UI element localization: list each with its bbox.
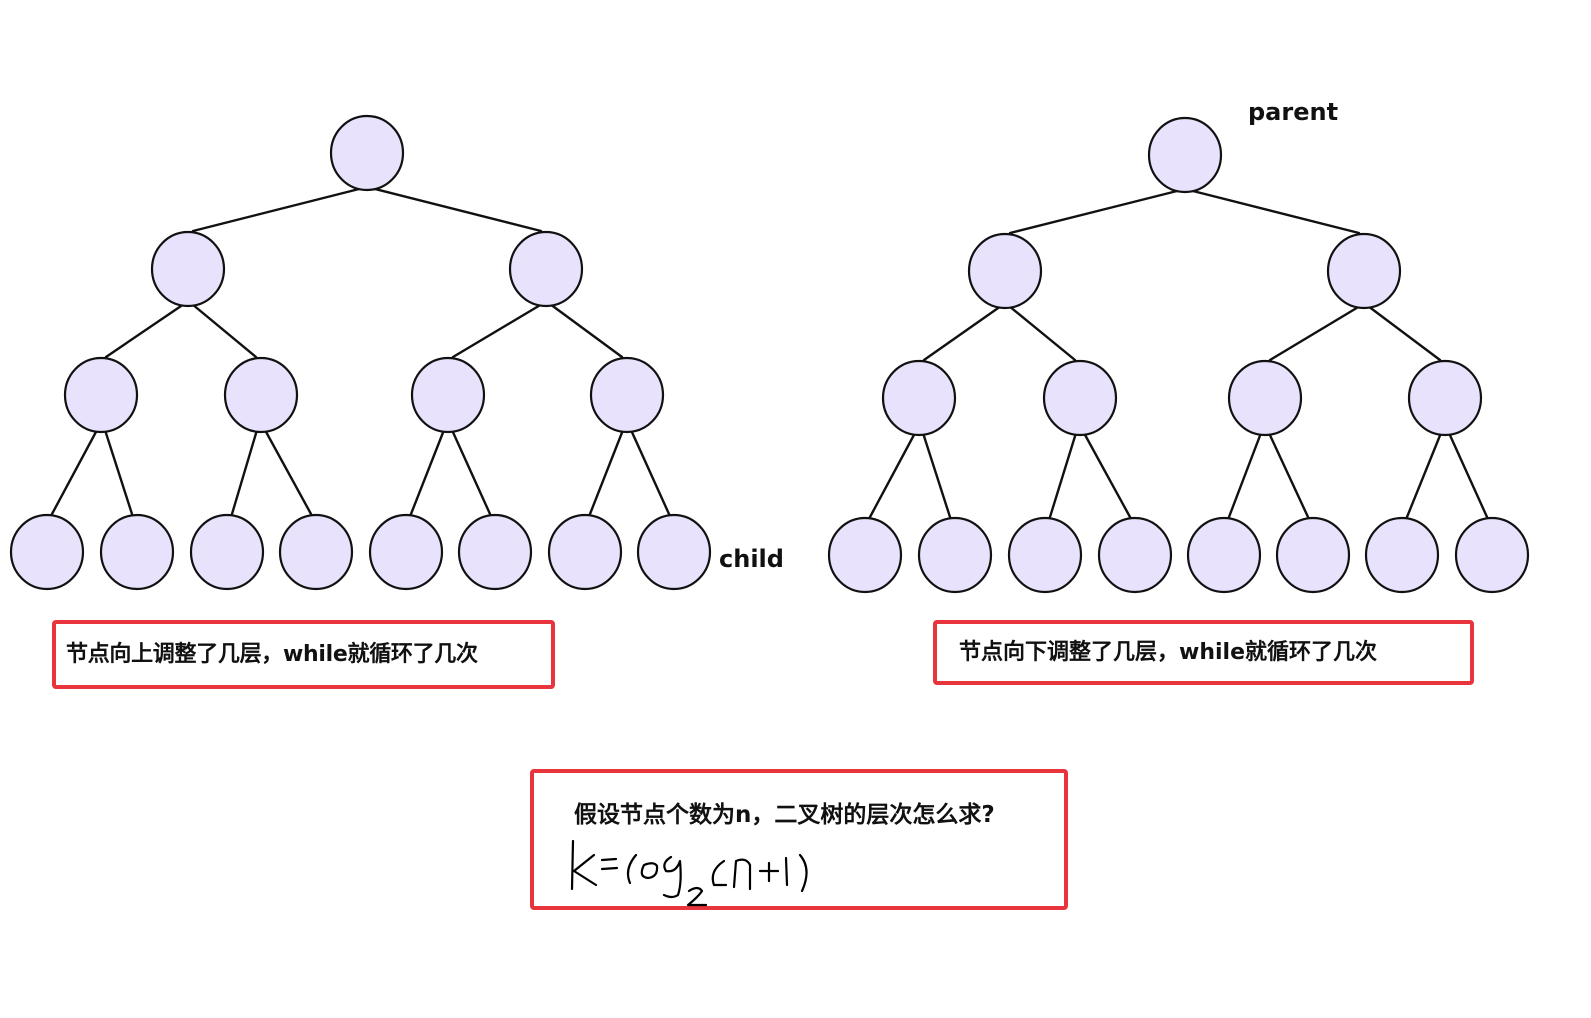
right-tree-node-level3-0 <box>827 516 903 594</box>
left-tree-edge-level2-2 <box>451 302 544 359</box>
right-tree-edge-level3-0 <box>868 431 917 519</box>
down-adjust-note-box: 节点向下调整了几层，while就循环了几次 <box>933 620 1474 685</box>
formula-equals <box>600 857 619 871</box>
right-tree-edge-level1-1 <box>1187 188 1361 235</box>
left-tree-edge-level2-3 <box>548 302 624 359</box>
right-tree-edge-level1-0 <box>1008 188 1183 235</box>
question-text: 假设节点个数为n，二叉树的层次怎么求? <box>574 802 995 828</box>
right-tree-node-level3-6 <box>1364 516 1440 594</box>
parent-label: parent <box>1248 98 1339 126</box>
left-tree-node-level0-0 <box>329 114 405 192</box>
formula-subscript-2 <box>686 886 708 907</box>
right-tree-edge-level3-6 <box>1405 431 1443 519</box>
formula-left-paren <box>711 859 728 887</box>
left-tree-node-level2-2 <box>410 356 486 434</box>
right-tree-node-level2-0 <box>881 359 957 437</box>
left-tree-edge-level3-7 <box>629 428 671 516</box>
right-tree-node-level3-5 <box>1275 516 1351 594</box>
left-tree-node-level3-0 <box>9 513 85 591</box>
left-tree-node-level1-0 <box>150 230 226 308</box>
right-tree-node-level2-3 <box>1407 359 1483 437</box>
down-adjust-note-text: 节点向下调整了几层，while就循环了几次 <box>959 640 1377 665</box>
right-tree-node-level3-2 <box>1007 516 1083 594</box>
formula-n <box>732 858 752 891</box>
left-tree-edge-level3-4 <box>409 428 446 516</box>
left-binary-tree <box>9 114 712 591</box>
up-adjust-note-text: 节点向上调整了几层，while就循环了几次 <box>66 642 478 667</box>
left-tree-node-level2-0 <box>63 356 139 434</box>
right-tree-node-level3-7 <box>1454 516 1530 594</box>
formula-g <box>662 855 682 899</box>
question-note-box: 假设节点个数为n，二叉树的层次怎么求? <box>530 769 1068 910</box>
left-tree-edge-level3-2 <box>230 428 259 516</box>
left-tree-node-level3-4 <box>368 513 444 591</box>
right-tree-edge-level3-1 <box>921 431 952 519</box>
right-tree-node-level3-3 <box>1097 516 1173 594</box>
right-tree-node-level0-0 <box>1147 116 1223 194</box>
formula-l <box>626 853 638 885</box>
right-tree-edge-level3-3 <box>1082 431 1132 519</box>
left-tree-edge-level3-6 <box>588 428 625 516</box>
left-tree-edge-level3-5 <box>450 428 492 516</box>
left-tree-edge-level2-0 <box>104 302 186 359</box>
left-tree-node-level2-1 <box>223 356 299 434</box>
left-tree-node-level3-5 <box>457 513 533 591</box>
formula-plus <box>758 861 780 883</box>
left-tree-node-level2-3 <box>589 356 665 434</box>
right-tree-edge-level3-4 <box>1227 431 1263 519</box>
right-tree-node-level2-2 <box>1227 359 1303 437</box>
left-tree-node-level3-2 <box>189 513 265 591</box>
left-tree-node-level3-7 <box>636 513 712 591</box>
right-tree-edge-level3-7 <box>1447 431 1489 519</box>
right-tree-edge-level2-0 <box>922 304 1003 362</box>
right-tree-node-level3-1 <box>917 516 993 594</box>
right-tree-edge-level3-5 <box>1267 431 1310 519</box>
right-tree-node-level1-1 <box>1326 232 1402 310</box>
handwritten-formula <box>570 839 808 907</box>
left-tree-edge-level3-1 <box>103 428 134 516</box>
child-label: child <box>719 545 784 573</box>
right-tree-node-level2-1 <box>1042 359 1118 437</box>
formula-one <box>784 856 789 887</box>
formula-k <box>570 839 598 891</box>
right-tree-edge-level2-1 <box>1007 304 1077 362</box>
left-tree-edge-level1-0 <box>191 186 365 233</box>
right-tree-edge-level2-3 <box>1366 304 1442 362</box>
right-tree-node-level3-4 <box>1186 516 1262 594</box>
left-tree-node-level3-1 <box>99 513 175 591</box>
left-tree-node-level1-1 <box>508 230 584 308</box>
formula-right-paren <box>798 853 808 893</box>
up-adjust-note-box: 节点向上调整了几层，while就循环了几次 <box>52 620 555 689</box>
left-tree-edge-level2-1 <box>190 302 258 359</box>
left-tree-edge-level3-0 <box>50 428 99 516</box>
left-tree-node-level3-6 <box>547 513 623 591</box>
formula-o <box>640 862 659 880</box>
left-tree-edge-level3-3 <box>263 428 313 516</box>
right-tree-edge-level2-2 <box>1268 304 1362 362</box>
right-binary-tree <box>827 116 1530 594</box>
left-tree-edge-level1-1 <box>369 186 543 233</box>
right-tree-edge-level3-2 <box>1048 431 1078 519</box>
left-tree-node-level3-3 <box>278 513 354 591</box>
right-tree-node-level1-0 <box>967 232 1043 310</box>
